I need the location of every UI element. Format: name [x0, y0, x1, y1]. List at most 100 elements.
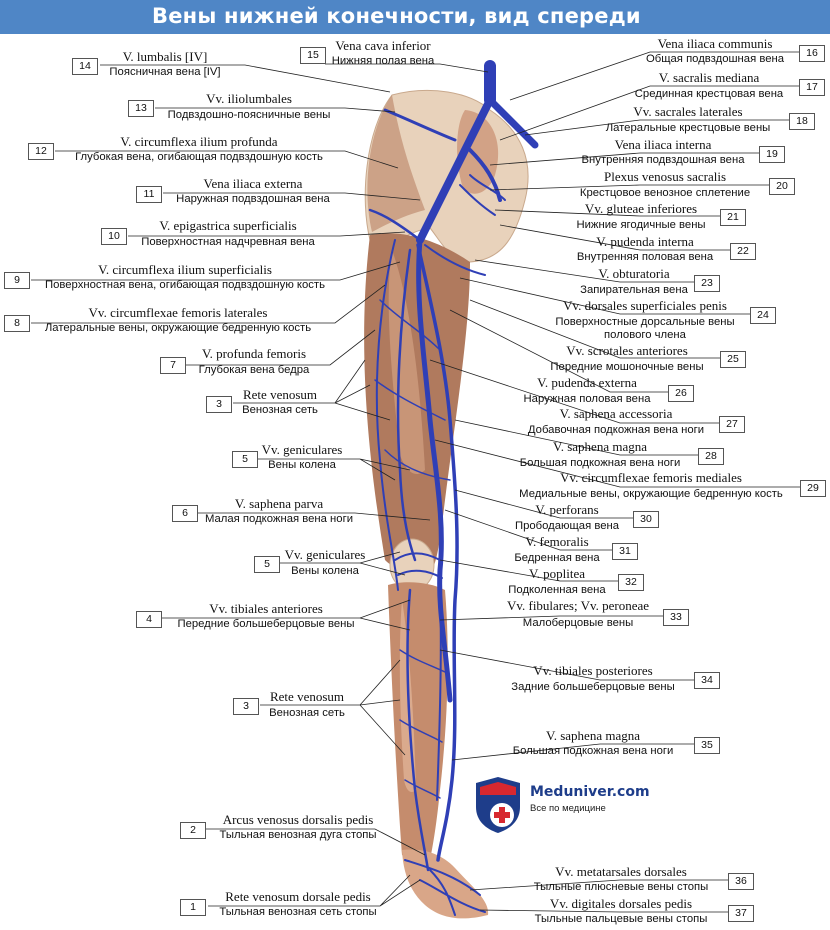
- net-leg: [399, 649, 446, 799]
- label-number: 20: [769, 178, 795, 195]
- label-number: 13: [128, 100, 154, 117]
- label-russian: Тыльная венозная дуга стопы: [219, 829, 377, 841]
- label-latin: Vena iliaca externa: [203, 176, 303, 191]
- label-russian: Вены колена: [291, 565, 359, 577]
- label-latin: V. perforans: [535, 502, 599, 517]
- dorsal-arch: [404, 859, 486, 916]
- label-latin: Vena cava inferior: [335, 38, 431, 53]
- label-number: 24: [750, 307, 776, 324]
- label-number: 1: [180, 899, 206, 916]
- label-number: 3: [233, 698, 259, 715]
- label-russian: Медиальные вены, окружающие бедренную ко…: [519, 488, 783, 500]
- label-number: 22: [730, 243, 756, 260]
- pudenda-externa: [424, 244, 486, 276]
- label-latin: V. obturatoria: [598, 266, 670, 281]
- label-number: 5: [254, 556, 280, 573]
- label-russian: Наружная подвздошная вена: [176, 193, 330, 205]
- label-russian: Общая подвздошная вена: [645, 53, 785, 65]
- meduniver-logo: Meduniver.com Все по медицине: [470, 775, 650, 835]
- label-number: 10: [101, 228, 127, 245]
- label-latin: V. saphena magna: [546, 728, 640, 743]
- label-russian: Тыльные плюсневые вены стопы: [533, 881, 709, 893]
- label-russian: Латеральные крестцовые вены: [605, 122, 771, 134]
- lateral-branch: [375, 239, 399, 591]
- label-number: 28: [698, 448, 724, 465]
- iliaca-communis-left: [486, 96, 539, 149]
- saphena-accessoria: [396, 248, 417, 562]
- label-latin: V. femoralis: [525, 534, 589, 549]
- label-latin: V. pudenda externa: [537, 375, 637, 390]
- label-russian: Нижние ягодичные вены: [576, 219, 706, 231]
- label-number: 29: [800, 480, 826, 497]
- label-number: 34: [694, 672, 720, 689]
- label-number: 31: [612, 543, 638, 560]
- label-russian: Большая подкожная вена ноги: [512, 745, 674, 757]
- label-russian: Венозная сеть: [269, 707, 345, 719]
- label-russian: Большая подкожная вена ноги: [519, 457, 681, 469]
- label-latin: V. epigastrica superficialis: [159, 218, 297, 233]
- label-latin: Rete venosum dorsale pedis: [225, 889, 371, 904]
- label-russian: Вены колена: [268, 459, 336, 471]
- label-number: 7: [160, 357, 186, 374]
- logo-tagline: Все по медицине: [530, 803, 606, 814]
- label-number: 8: [4, 315, 30, 332]
- label-number: 4: [136, 611, 162, 628]
- label-latin: V. saphena magna: [553, 439, 647, 454]
- label-russian: Поверхностные дорсальные вены: [555, 316, 735, 328]
- label-latin: V. lumbalis [IV]: [122, 49, 208, 64]
- label-latin: Vv. fibulares; Vv. peroneae: [506, 598, 650, 613]
- label-number: 27: [719, 416, 745, 433]
- label-latin: Arcus venosus dorsalis pedis: [222, 812, 374, 827]
- page-title: Вены нижней конечности, вид спереди: [152, 4, 641, 28]
- label-russian: Малоберцовые вены: [522, 617, 634, 629]
- title-banner: Вены нижней конечности, вид спереди: [0, 0, 830, 34]
- label-latin: Rete venosum: [269, 689, 345, 704]
- label-number: 16: [799, 45, 825, 62]
- label-number: 5: [232, 451, 258, 468]
- label-latin: Rete venosum: [242, 387, 318, 402]
- label-russian: Венозная сеть: [242, 404, 318, 416]
- label-number: 30: [633, 511, 659, 528]
- label-russian: Поверхностная надчревная вена: [141, 236, 315, 248]
- tibialis-posterior: [436, 589, 442, 801]
- label-russian: Поясничная вена [IV]: [109, 66, 221, 78]
- label-russian: Прободающая вена: [514, 520, 620, 532]
- label-latin: Vv. metatarsales dorsales: [555, 864, 687, 879]
- label-latin: Vv. tibiales posteriores: [533, 663, 653, 678]
- label-latin: V. circumflexa ilium profunda: [120, 134, 278, 149]
- label-russian: Наружная половая вена: [523, 393, 651, 405]
- label-latin: Vv. geniculares: [261, 442, 343, 457]
- label-number: 33: [663, 609, 689, 626]
- label-latin: Vv. tibiales anteriores: [209, 601, 323, 616]
- iliaca-communis-right: [416, 96, 494, 244]
- label-number: 15: [300, 47, 326, 64]
- label-number: 25: [720, 351, 746, 368]
- tibialis-anterior: [406, 588, 430, 872]
- label-latin: Vv. dorsales superficiales penis: [563, 298, 727, 313]
- label-russian-line2: полового члена: [604, 329, 686, 341]
- label-latin: V. saphena parva: [234, 496, 324, 511]
- label-russian: Крестцовое венозное сплетение: [579, 187, 751, 199]
- leader-lines: [31, 51, 805, 913]
- label-number: 3: [206, 396, 232, 413]
- label-latin: Vv. circumflexae femoris mediales: [560, 470, 742, 485]
- label-number: 36: [728, 873, 754, 890]
- label-latin: V. pudenda interna: [596, 234, 694, 249]
- label-latin: Vena iliaca interna: [614, 137, 712, 152]
- label-russian: Подколенная вена: [508, 584, 606, 596]
- logo-name: Meduniver.com: [530, 784, 650, 800]
- label-russian: Бедренная вена: [514, 552, 600, 564]
- vein-network: [368, 60, 539, 916]
- label-latin: V. saphena accessoria: [559, 406, 673, 421]
- sacral-plexus: [459, 174, 506, 216]
- label-number: 21: [720, 209, 746, 226]
- label-russian: Передние большеберцовые вены: [177, 618, 355, 630]
- label-russian: Нижняя полая вена: [331, 55, 435, 67]
- saphena-magna: [416, 243, 459, 862]
- label-russian: Тыльная венозная сеть стопы: [219, 906, 377, 918]
- label-latin: Vv. sacrales laterales: [633, 104, 743, 119]
- label-russian: Малая подкожная вена ноги: [204, 513, 354, 525]
- label-latin: V. poplitea: [528, 566, 586, 581]
- label-russian: Добавочная подкожная вена ноги: [527, 424, 705, 436]
